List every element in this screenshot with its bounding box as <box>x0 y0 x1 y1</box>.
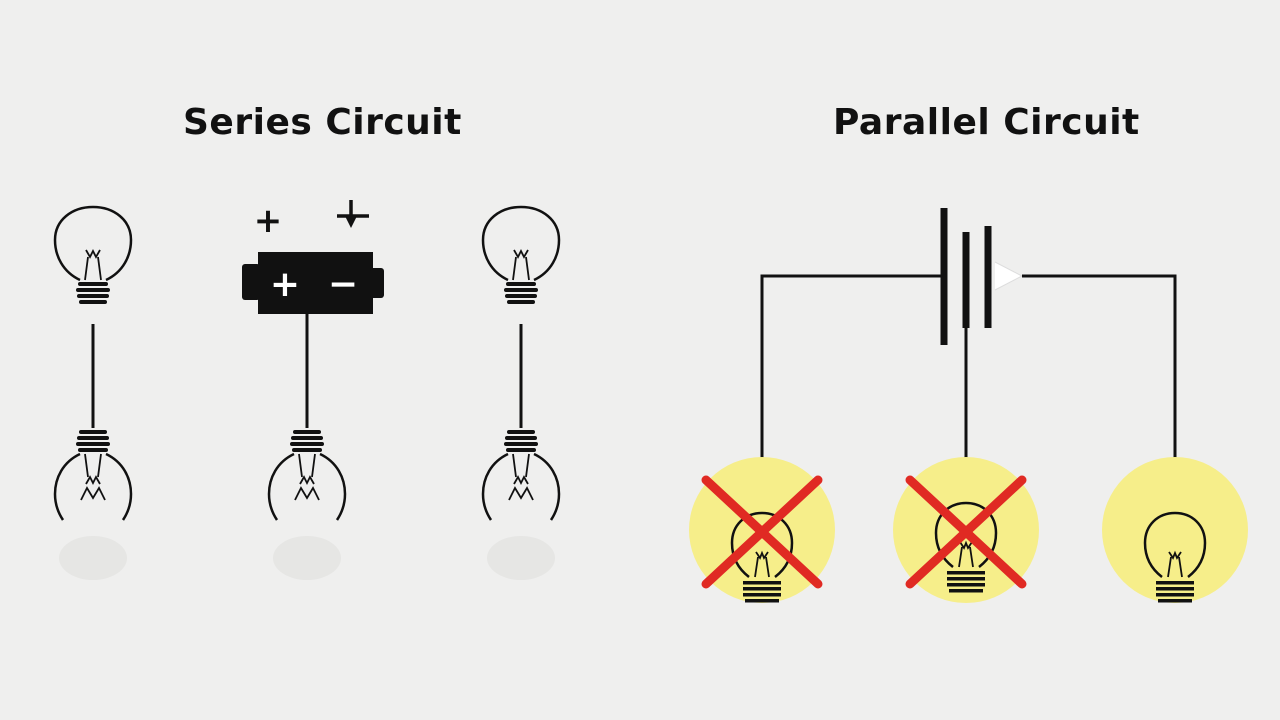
parallel-bulb-3 <box>1102 457 1248 604</box>
series-circuit: + − + <box>53 200 561 580</box>
series-bulb-right-top <box>481 205 561 306</box>
battery-icon: + − <box>242 252 384 314</box>
battery-minus-sign: − <box>328 264 358 305</box>
series-plus-label: + <box>254 201 283 241</box>
series-circuit-title: Series Circuit <box>183 102 462 143</box>
series-bulb-left-bottom <box>53 428 133 522</box>
parallel-bulb-2 <box>893 457 1039 603</box>
series-bulb-right-bottom <box>481 428 561 522</box>
bulb-shadow <box>487 536 555 580</box>
parallel-bulb-1 <box>689 457 835 604</box>
bulb-glow <box>1102 457 1248 603</box>
parallel-wire-right <box>1022 274 1177 500</box>
bulb-shadow <box>59 536 127 580</box>
series-bulb-middle-bottom <box>267 428 347 522</box>
parallel-wire-left <box>760 274 944 500</box>
parallel-battery-icon <box>940 208 1024 345</box>
bulb-shadow <box>273 536 341 580</box>
series-bulb-left-top <box>53 205 133 306</box>
parallel-circuit-title: Parallel Circuit <box>833 102 1140 143</box>
spark-icon <box>337 200 369 228</box>
parallel-circuit <box>689 208 1248 604</box>
battery-plus-sign: + <box>270 264 300 305</box>
cross-mark-icon <box>905 475 1027 589</box>
cross-mark-icon <box>701 475 823 589</box>
